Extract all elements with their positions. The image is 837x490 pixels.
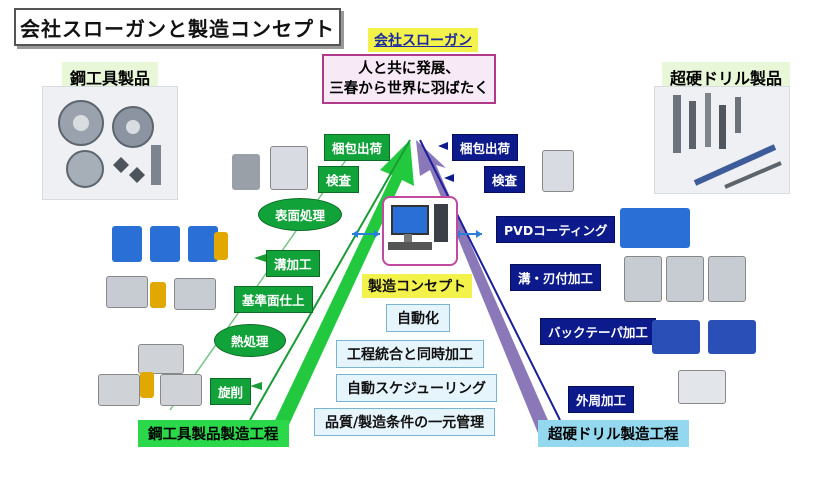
concept-auto-scheduling: 自動スケジューリング bbox=[336, 374, 498, 402]
concept-process-integration: 工程統合と同時加工 bbox=[336, 340, 484, 368]
robot-icon bbox=[140, 372, 154, 398]
slogan-line-2: 三春から世界に羽ばたく bbox=[329, 81, 489, 97]
milling-cutter-icon bbox=[58, 100, 161, 188]
machine-icon bbox=[708, 256, 746, 302]
machine-icon bbox=[98, 374, 140, 406]
machine-icon bbox=[708, 320, 756, 354]
carbide-step-packing: 梱包出荷 bbox=[452, 134, 519, 161]
page-title: 会社スローガンと製造コンセプト bbox=[14, 8, 341, 46]
machine-icon bbox=[160, 374, 202, 406]
slogan-line-1: 人と共に発展、 bbox=[358, 61, 460, 77]
steel-tools-photo bbox=[42, 86, 178, 200]
machine-icon bbox=[652, 320, 700, 354]
machine-icon bbox=[150, 226, 180, 262]
steel-process-arrow bbox=[268, 140, 414, 440]
machine-icon bbox=[542, 150, 574, 192]
machine-icon bbox=[106, 276, 148, 308]
machine-icon bbox=[112, 226, 142, 262]
machine-icon bbox=[174, 278, 216, 310]
carbide-step-flute-edge: 溝・刃付加工 bbox=[510, 264, 602, 291]
steel-step-reference-surface: 基準面仕上 bbox=[234, 286, 313, 313]
robot-icon bbox=[150, 282, 166, 308]
machine-icon bbox=[666, 256, 704, 302]
machine-icon bbox=[624, 256, 662, 302]
carbide-drills-photo bbox=[654, 86, 790, 194]
carbide-step-pvd: PVDコーティング bbox=[496, 216, 616, 243]
steel-step-inspection: 検査 bbox=[318, 166, 360, 193]
steel-step-heat-treatment: 熱処理 bbox=[214, 324, 286, 357]
drill-bits-icon bbox=[673, 93, 782, 189]
steel-step-turning: 旋削 bbox=[210, 378, 252, 405]
machine-icon bbox=[270, 146, 308, 190]
steel-step-packing: 梱包出荷 bbox=[324, 134, 391, 161]
machine-icon bbox=[232, 154, 260, 190]
carbide-step-back-taper: バックテーパ加工 bbox=[540, 318, 656, 345]
machine-icon bbox=[620, 208, 690, 248]
concept-automation: 自動化 bbox=[386, 304, 450, 332]
steel-process-label: 鋼工具製品製造工程 bbox=[138, 420, 289, 447]
carbide-step-outer-diameter: 外周加工 bbox=[568, 386, 635, 413]
machine-icon bbox=[188, 226, 218, 262]
computer-icon bbox=[388, 204, 448, 250]
concept-label: 製造コンセプト bbox=[362, 274, 472, 298]
carbide-process-label: 超硬ドリル製造工程 bbox=[538, 420, 689, 447]
slogan-label: 会社スローガン bbox=[368, 28, 478, 52]
robot-icon bbox=[214, 232, 228, 260]
concept-unified-management: 品質/製造条件の一元管理 bbox=[314, 408, 496, 436]
steel-step-surface-treatment: 表面処理 bbox=[258, 198, 343, 231]
machine-icon bbox=[678, 370, 726, 404]
steel-step-groove: 溝加工 bbox=[266, 250, 320, 277]
machine-icon bbox=[138, 344, 184, 374]
slogan-box: 人と共に発展、 三春から世界に羽ばたく bbox=[322, 54, 496, 104]
carbide-step-inspection: 検査 bbox=[484, 166, 526, 193]
computer-frame bbox=[382, 196, 458, 266]
